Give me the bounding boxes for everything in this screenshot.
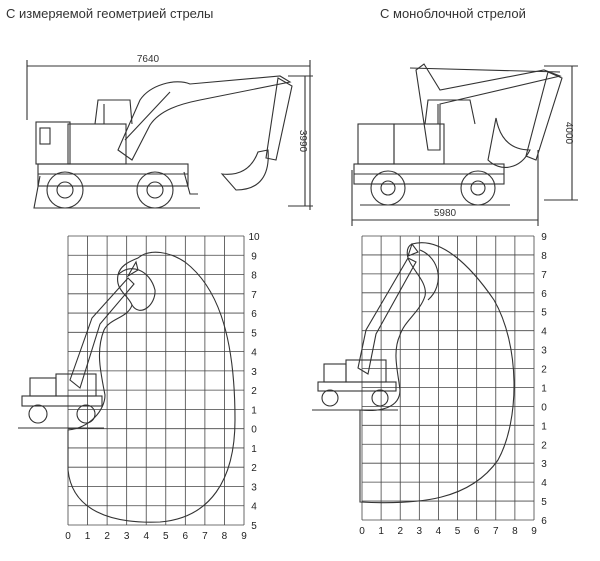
y-tick-label: 8 bbox=[541, 251, 547, 262]
y-tick-label: 9 bbox=[251, 251, 257, 262]
y-tick-label: 3 bbox=[251, 367, 257, 378]
y-tick-label: 8 bbox=[251, 271, 257, 282]
y-tick-label: 6 bbox=[541, 516, 547, 527]
x-tick-label: 4 bbox=[436, 526, 442, 537]
y-tick-label: 4 bbox=[541, 478, 547, 489]
y-tick-label: 5 bbox=[251, 521, 257, 532]
x-tick-label: 8 bbox=[222, 531, 228, 542]
y-tick-label: 4 bbox=[251, 502, 257, 513]
x-tick-label: 5 bbox=[163, 531, 169, 542]
left-height-dimension: 3990 bbox=[297, 130, 308, 153]
y-tick-label: 9 bbox=[541, 232, 547, 243]
y-tick-label: 4 bbox=[251, 348, 257, 359]
y-tick-label: 2 bbox=[251, 463, 257, 474]
x-tick-label: 0 bbox=[65, 531, 71, 542]
y-tick-label: 5 bbox=[541, 497, 547, 508]
y-tick-label: 3 bbox=[541, 346, 547, 357]
x-tick-label: 9 bbox=[241, 531, 247, 542]
right-chart-grid bbox=[361, 235, 535, 521]
right-chart-excavator bbox=[312, 242, 419, 411]
y-tick-label: 3 bbox=[251, 482, 257, 493]
x-tick-label: 0 bbox=[359, 526, 365, 537]
y-tick-label: 0 bbox=[251, 425, 257, 436]
x-tick-label: 6 bbox=[183, 531, 189, 542]
y-tick-label: 6 bbox=[541, 289, 547, 300]
right-working-range-envelope bbox=[359, 242, 515, 504]
y-tick-label: 2 bbox=[541, 365, 547, 376]
x-tick-label: 1 bbox=[85, 531, 91, 542]
right-excavator-side-view bbox=[351, 63, 578, 226]
x-tick-label: 7 bbox=[493, 526, 499, 537]
y-tick-label: 7 bbox=[251, 290, 257, 301]
left-title: С измеряемой геометрией стрелы bbox=[6, 6, 214, 21]
x-tick-label: 4 bbox=[143, 531, 149, 542]
y-tick-label: 0 bbox=[541, 402, 547, 413]
y-tick-label: 10 bbox=[248, 232, 260, 243]
y-tick-label: 5 bbox=[251, 328, 257, 339]
y-tick-label: 1 bbox=[251, 405, 257, 416]
x-tick-label: 2 bbox=[104, 531, 110, 542]
y-tick-label: 1 bbox=[541, 383, 547, 394]
x-tick-label: 1 bbox=[378, 526, 384, 537]
right-chart-y-ticks: 9 8 7 6 5 4 3 2 1 0 1 2 3 4 5 6 bbox=[541, 232, 547, 527]
y-tick-label: 1 bbox=[251, 444, 257, 455]
x-tick-label: 3 bbox=[417, 526, 423, 537]
x-tick-label: 7 bbox=[202, 531, 208, 542]
y-tick-label: 5 bbox=[541, 308, 547, 319]
right-inner-bump bbox=[419, 249, 439, 301]
right-height-dimension: 4000 bbox=[563, 122, 574, 145]
y-tick-label: 2 bbox=[541, 440, 547, 451]
left-chart-x-ticks: 0 1 2 3 4 5 6 7 8 9 bbox=[65, 531, 247, 542]
left-excavator-side-view bbox=[26, 60, 313, 210]
x-tick-label: 2 bbox=[397, 526, 403, 537]
x-tick-label: 3 bbox=[124, 531, 130, 542]
left-length-dimension: 7640 bbox=[137, 54, 160, 65]
y-tick-label: 2 bbox=[251, 386, 257, 397]
right-length-dimension: 5980 bbox=[434, 208, 457, 219]
x-tick-label: 8 bbox=[512, 526, 518, 537]
right-title: С моноблочной стрелой bbox=[380, 6, 526, 21]
x-tick-label: 6 bbox=[474, 526, 480, 537]
y-tick-label: 7 bbox=[541, 270, 547, 281]
x-tick-label: 5 bbox=[455, 526, 461, 537]
left-inner-bump bbox=[117, 268, 156, 311]
x-tick-label: 9 bbox=[531, 526, 537, 537]
y-tick-label: 6 bbox=[251, 309, 257, 320]
y-tick-label: 3 bbox=[541, 459, 547, 470]
right-chart-x-ticks: 0 1 2 3 4 5 6 7 8 9 bbox=[359, 526, 537, 537]
left-working-range-envelope bbox=[67, 251, 236, 523]
left-chart-grid bbox=[67, 235, 245, 526]
y-tick-label: 4 bbox=[541, 327, 547, 338]
left-chart-excavator bbox=[18, 260, 139, 429]
y-tick-label: 1 bbox=[541, 421, 547, 432]
